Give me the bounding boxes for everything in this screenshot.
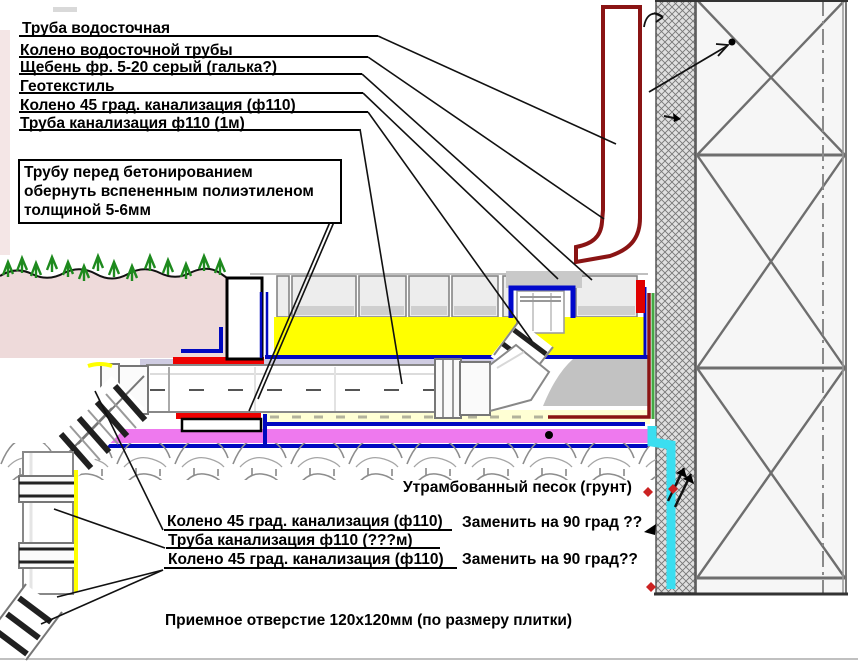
leader-lines bbox=[40, 35, 617, 625]
red-diamond-2 bbox=[668, 484, 678, 494]
receiver-box bbox=[180, 417, 263, 433]
red-bar-bottom bbox=[176, 410, 261, 419]
soil-ground-left bbox=[0, 267, 227, 358]
vertical-pipe bbox=[18, 451, 78, 595]
curb-chamber bbox=[225, 276, 264, 361]
callout-gravel: Щебень фр. 5-20 серый (галька?) bbox=[20, 59, 277, 76]
left-edge-smudge bbox=[0, 30, 10, 255]
note-line-3: толщиной 5-6мм bbox=[24, 202, 151, 219]
gully-geotextile-outline bbox=[508, 285, 576, 318]
callout-downpipe-elbow: Колено водосточной трубы bbox=[20, 42, 233, 59]
small-black-arrow bbox=[644, 524, 656, 535]
callout-elbow45-row1: Колено 45 град. канализация (ф110) bbox=[167, 513, 443, 530]
wall-red-bar bbox=[636, 280, 645, 313]
concrete-fill bbox=[543, 359, 648, 406]
small-arrow bbox=[673, 113, 681, 122]
note-box: Трубу перед бетонированием обернуть вспе… bbox=[18, 159, 342, 224]
red-diamond-1 bbox=[643, 487, 653, 497]
note-line-1: Трубу перед бетонированием bbox=[24, 164, 253, 181]
callout-sewage-pipe-1m: Труба канализация ф110 (1м) bbox=[20, 115, 245, 132]
callout-elbow45-top: Колено 45 град. канализация (ф110) bbox=[20, 97, 296, 114]
note-replace-90-row1: Заменить на 90 град ?? bbox=[462, 514, 643, 531]
membrane-dot bbox=[545, 431, 553, 439]
note-replace-90-row3: Заменить на 90 град?? bbox=[462, 551, 638, 568]
callout-downpipe: Труба водосточная bbox=[22, 20, 171, 37]
stray-mark bbox=[53, 7, 77, 12]
wall-panel bbox=[695, 0, 847, 595]
geotextile-corner bbox=[181, 327, 223, 353]
callout-elbow45-row3: Колено 45 град. канализация (ф110) bbox=[168, 551, 444, 568]
elbow-45-bottom bbox=[0, 583, 63, 661]
red-diamond-3 bbox=[646, 582, 656, 592]
receiver-assembly bbox=[173, 276, 269, 433]
elbow-connector bbox=[489, 343, 551, 413]
red-bar-top bbox=[173, 357, 264, 366]
callout-geotextile: Геотекстиль bbox=[20, 78, 115, 95]
gravel-collar bbox=[506, 271, 582, 288]
drain-strip-cyan bbox=[647, 426, 676, 589]
pipe-coupling bbox=[434, 358, 462, 419]
wall-annotations bbox=[643, 12, 736, 592]
dot-marker bbox=[728, 38, 736, 46]
base-arrows bbox=[643, 467, 694, 592]
sewage-pipework bbox=[0, 285, 576, 661]
callout-sewage-pipe-row2: Труба канализация ф110 (???м) bbox=[168, 532, 413, 549]
wall-x-bracing bbox=[696, 0, 846, 580]
note-line-2: обернуть вспененным полиэтиленом bbox=[24, 183, 314, 200]
building-wall bbox=[654, 0, 848, 596]
label-receiver-opening: Приемное отверстие 120х120мм (по размеру… bbox=[165, 612, 573, 629]
callout-underlines bbox=[19, 35, 457, 569]
gravel-layer-yellow bbox=[274, 317, 645, 357]
leader-to-dot bbox=[648, 45, 728, 93]
waterproof-wrap-maroon bbox=[548, 293, 651, 419]
label-compacted-sand: Утрамбованный песок (грунт) bbox=[403, 479, 632, 496]
downpipe bbox=[574, 5, 642, 265]
waterproofing-magenta bbox=[102, 429, 649, 443]
paving-tiles bbox=[250, 273, 648, 323]
